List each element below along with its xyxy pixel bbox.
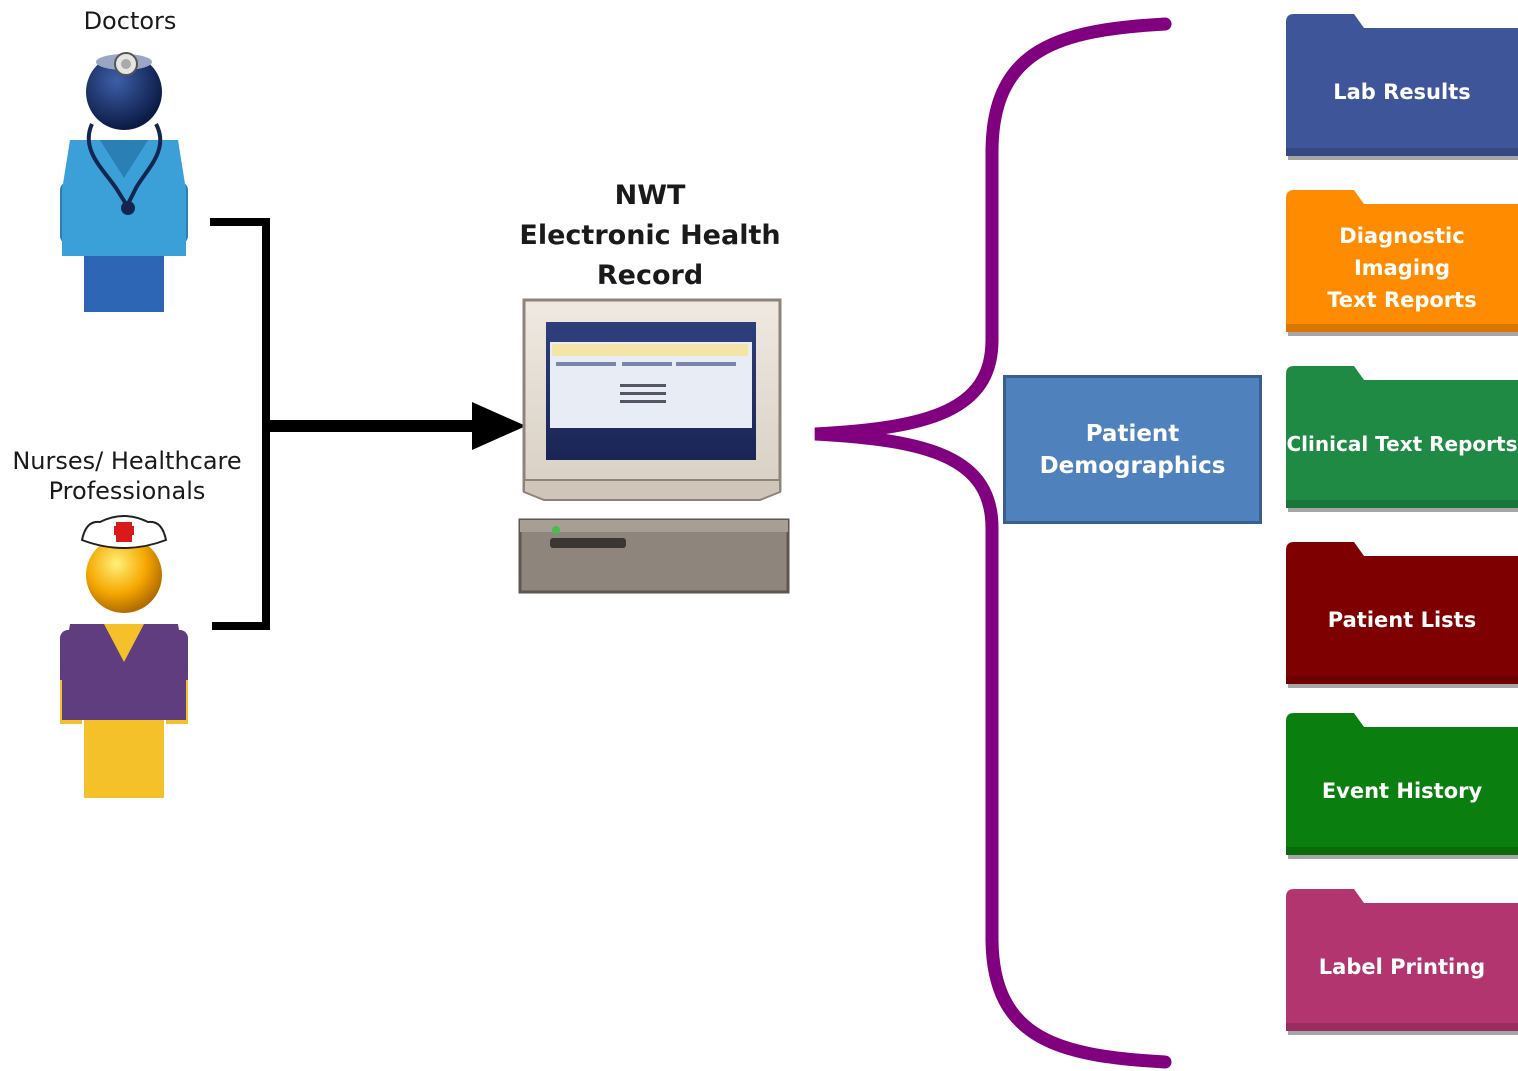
folder-label: Diagnostic Imaging Text Reports	[1327, 224, 1477, 312]
nurses-label: Nurses/ Healthcare Professionals	[12, 447, 242, 505]
folder-label: Patient Lists	[1327, 608, 1477, 632]
folder-icon	[1286, 713, 1518, 859]
nurse-icon	[60, 515, 188, 798]
folder-icon	[1286, 14, 1518, 160]
folder-icon	[1286, 542, 1518, 688]
folder-label: Label Printing	[1318, 955, 1486, 979]
doctor-icon	[60, 52, 188, 312]
patient-demographics-box: Patient Demographics	[1003, 375, 1262, 524]
folder-label: Clinical Text Reports	[1286, 432, 1518, 456]
computer-icon	[518, 298, 790, 594]
folder-icon	[1286, 366, 1518, 512]
folder-icon	[1286, 889, 1518, 1035]
folder-label: Lab Results	[1333, 80, 1471, 104]
demographics-label-line1: Patient	[1085, 420, 1180, 447]
folder-icon	[1286, 190, 1518, 336]
folder-label: Event History	[1321, 779, 1483, 803]
connector-bracket	[210, 218, 526, 630]
demographics-label-line2: Demographics	[1039, 452, 1226, 479]
doctors-label: Doctors	[83, 7, 177, 35]
ehr-title: NWT Electronic Health Record	[519, 180, 781, 291]
curly-brace	[814, 17, 1172, 1069]
